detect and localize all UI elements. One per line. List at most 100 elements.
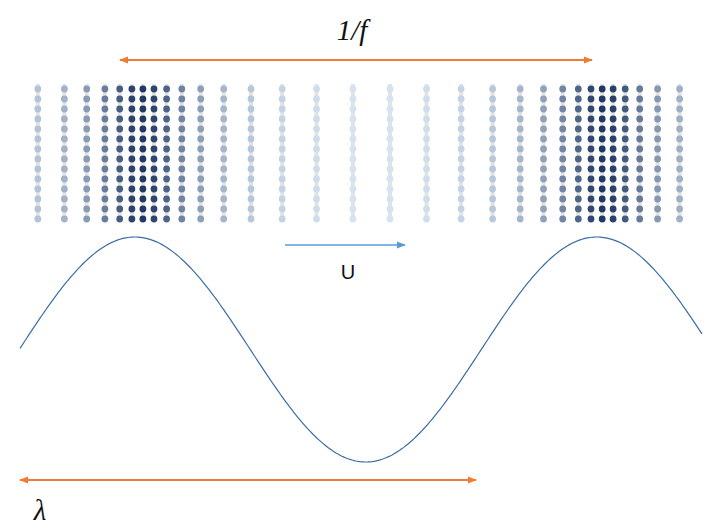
particle-dot [423, 186, 430, 193]
particle-dot [83, 96, 90, 103]
particle-dot [151, 206, 158, 213]
particle-dot [350, 106, 357, 113]
particle-dot [313, 156, 320, 163]
particle-dot [517, 106, 524, 113]
particle-dot [387, 86, 394, 93]
particle-dot [129, 126, 136, 133]
particle-dot [140, 146, 147, 153]
particle-dot [575, 126, 582, 133]
particle-dot [116, 166, 123, 173]
particle-dot [34, 196, 41, 203]
particle-dot [458, 156, 465, 163]
particle-dot [636, 96, 643, 103]
particle-dot [151, 96, 158, 103]
particle-dot [489, 176, 496, 183]
particle-dot [540, 116, 547, 123]
particle-dot [116, 126, 123, 133]
particle-dot [676, 206, 683, 213]
particle-dot [636, 146, 643, 153]
particle-dot [423, 216, 430, 223]
particle-dot [458, 106, 465, 113]
particle-dot [83, 116, 90, 123]
particle-dot [220, 196, 227, 203]
particle-dot [197, 196, 204, 203]
particle-dot [387, 206, 394, 213]
particle-dot [559, 166, 566, 173]
particle-dot [599, 186, 606, 193]
particle-dot [559, 86, 566, 93]
particle-dot [559, 186, 566, 193]
particle-dot [387, 106, 394, 113]
particle-dot [178, 86, 185, 93]
particle-dot [116, 196, 123, 203]
particle-dot [61, 216, 68, 223]
particle-dot [313, 216, 320, 223]
particle-dot [34, 96, 41, 103]
particle-dot [129, 96, 136, 103]
particle-dot [151, 216, 158, 223]
particle-dot [654, 186, 661, 193]
particle-dot [279, 216, 286, 223]
particle-dot [622, 206, 629, 213]
particle-dot [540, 126, 547, 133]
particle-dot [61, 146, 68, 153]
particle-dot [140, 176, 147, 183]
particle-dot [197, 146, 204, 153]
particle-dot [610, 86, 617, 93]
particle-dot [83, 146, 90, 153]
particle-dot [387, 116, 394, 123]
particle-dot [248, 116, 255, 123]
particle-dot [129, 216, 136, 223]
particle-dot [140, 186, 147, 193]
particle-dot [575, 156, 582, 163]
particle-dot [588, 146, 595, 153]
particle-dot [248, 136, 255, 143]
particle-dot [116, 116, 123, 123]
particle-dot [248, 206, 255, 213]
particle-dot [279, 206, 286, 213]
particle-dot [102, 126, 109, 133]
particle-dot [34, 216, 41, 223]
particle-dot [517, 126, 524, 133]
particle-dot [458, 176, 465, 183]
particle-dot [636, 86, 643, 93]
particle-dot [116, 106, 123, 113]
particle-dot [588, 216, 595, 223]
particle-dot [197, 116, 204, 123]
particle-dot [313, 96, 320, 103]
particle-dot [517, 216, 524, 223]
particle-dot [458, 136, 465, 143]
particle-dot [559, 156, 566, 163]
particle-dot [163, 176, 170, 183]
particle-dot [151, 126, 158, 133]
particle-dot [636, 206, 643, 213]
particle-dot [220, 146, 227, 153]
particle-dot [540, 156, 547, 163]
particle-dot [140, 206, 147, 213]
particle-dot [178, 186, 185, 193]
particle-dot [248, 186, 255, 193]
particle-dot [83, 166, 90, 173]
particle-dot [654, 146, 661, 153]
particle-dot [163, 96, 170, 103]
particle-dot [636, 136, 643, 143]
particle-dot [279, 106, 286, 113]
particle-dot [313, 126, 320, 133]
particle-dot [313, 206, 320, 213]
particle-dot [313, 186, 320, 193]
particle-dot [588, 156, 595, 163]
velocity-arrow [285, 244, 405, 246]
particle-dot [588, 116, 595, 123]
particle-dot [178, 206, 185, 213]
particle-dot [599, 196, 606, 203]
particle-dot [622, 106, 629, 113]
axis-label: λ [34, 496, 47, 525]
particle-dot [350, 166, 357, 173]
particle-dot [350, 96, 357, 103]
particle-dot [248, 176, 255, 183]
particle-dot [116, 96, 123, 103]
particle-dot [676, 176, 683, 183]
particle-dot [163, 216, 170, 223]
particle-dot [458, 216, 465, 223]
particle-dot [34, 136, 41, 143]
